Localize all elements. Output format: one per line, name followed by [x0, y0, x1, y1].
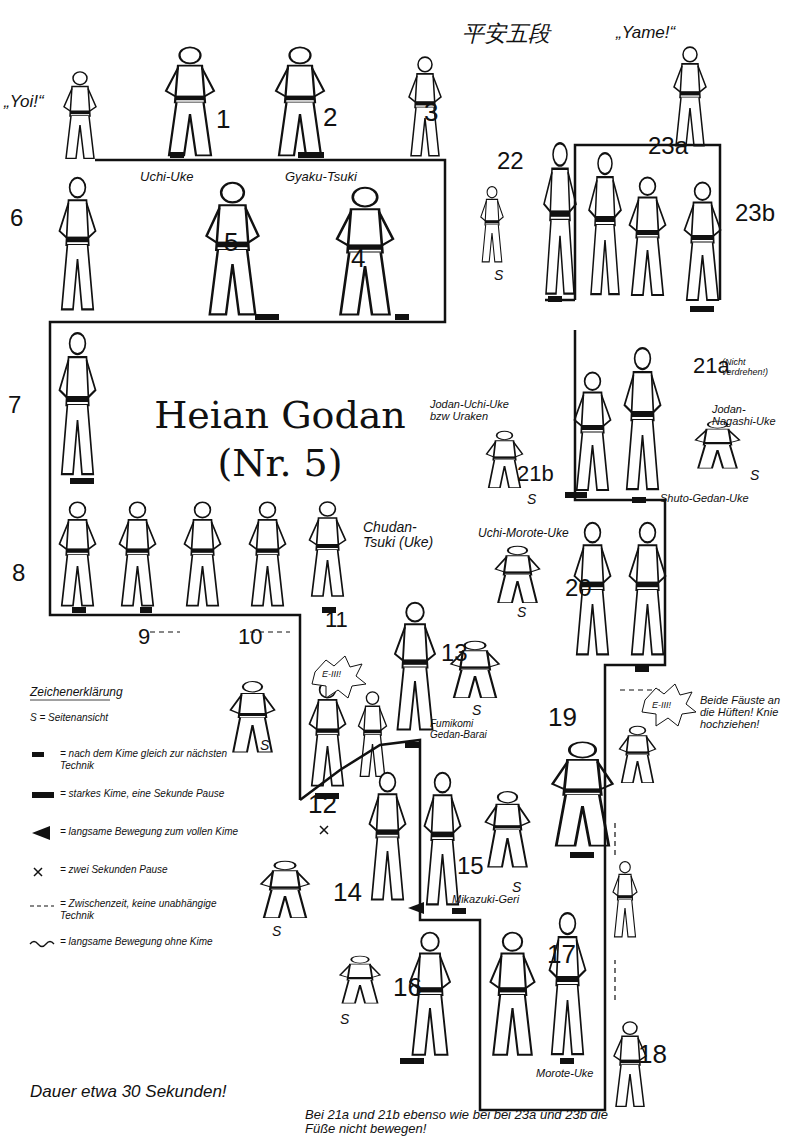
legend-entry: = nach dem Kime gleich zur nächsten Tech…	[60, 748, 240, 771]
callout-number: 14	[333, 878, 362, 907]
figures	[60, 47, 740, 1106]
legend-entry: = langsame Bewegung ohne Kime	[60, 936, 240, 948]
kata-path	[50, 145, 720, 1110]
annotation: „Yame!“	[616, 24, 675, 43]
callout-number: 11	[325, 608, 348, 632]
legend-entry: = starkes Kime, eine Sekunde Pause	[60, 788, 240, 800]
callout-number: 19	[548, 703, 577, 732]
annotation: Mikazuki-Geri	[452, 893, 519, 905]
callout-number: 5	[224, 228, 238, 257]
annotation: E-III!	[322, 670, 341, 680]
callout-number: 21b	[517, 462, 554, 486]
annotation: Morote-Uke	[536, 1067, 593, 1079]
annotation: S	[494, 268, 503, 283]
kiai-bursts	[312, 656, 696, 726]
callout-number: 1	[216, 105, 230, 134]
legend-entry: S = Seitenansicht	[30, 712, 210, 724]
annotation: S	[272, 924, 281, 939]
annotation: Beide Fäuste an die Hüften! Knie hochzie…	[700, 694, 790, 730]
callout-number: 9	[138, 625, 150, 649]
annotation: Fumikomi Gedan-Barai	[430, 718, 500, 740]
kime-bars	[70, 152, 714, 1064]
annotation: Jodan-Uchi-Uke bzw Uraken	[430, 398, 515, 422]
callout-number: 23a	[648, 133, 688, 159]
diagram-title: Heian Godan (Nr. 5)	[130, 392, 430, 487]
callout-number: 8	[12, 560, 25, 586]
callout-number: 4	[351, 244, 365, 273]
annotation: S	[527, 492, 536, 507]
callout-number: 10	[238, 625, 262, 649]
callout-number: 22	[497, 148, 524, 174]
annotation: (Nicht verdrehen!)	[722, 358, 790, 378]
annotation: Bei 21a und 21b ebenso wie bei bei 23a u…	[305, 1108, 635, 1137]
callout-number: 12	[308, 790, 337, 819]
intermediate-arrows	[150, 632, 660, 1000]
annotation: S	[472, 703, 481, 718]
annotation: S	[260, 738, 269, 753]
annotation: Shuto-Gedan-Uke	[660, 492, 749, 504]
annotation: E-III!	[652, 701, 671, 711]
callout-number: 23b	[735, 200, 775, 226]
annotation: S	[517, 605, 526, 620]
callout-number: 3	[424, 98, 438, 127]
callout-number: 7	[8, 392, 21, 418]
annotation: S	[340, 1012, 349, 1027]
annotation: Jodan-Nagashi-Uke	[712, 403, 787, 427]
callout-number: 6	[10, 205, 23, 231]
annotation: Chudan-Tsuki (Uke)	[363, 520, 443, 551]
annotation: 平安五段	[462, 22, 550, 46]
callout-number: 20	[565, 575, 592, 601]
annotation: S	[512, 880, 521, 895]
annotation: Zeichenerklärung	[30, 686, 123, 699]
legend-entry: = Zwischenzeit, keine unabhängige Techni…	[60, 898, 240, 921]
pause-cross	[320, 826, 328, 834]
annotation: Uchi-Uke	[140, 170, 193, 184]
annotation: S	[750, 468, 759, 483]
callout-number: 13	[441, 640, 468, 666]
annotation: Dauer etwa 30 Sekunden!	[30, 1083, 227, 1102]
callout-number: 17	[547, 940, 576, 969]
annotation: „Yoi!“	[4, 93, 44, 112]
callout-number: 18	[638, 1040, 667, 1069]
callout-number: 16	[393, 973, 422, 1002]
callout-number: 15	[457, 853, 484, 879]
annotation: Uchi-Morote-Uke	[478, 527, 569, 540]
legend-entry: = langsame Bewegung zum vollen Kime	[60, 826, 240, 838]
legend-entry: = zwei Sekunden Pause	[60, 864, 240, 876]
callout-number: 2	[323, 103, 337, 132]
annotation: Gyaku-Tsuki	[285, 170, 357, 184]
